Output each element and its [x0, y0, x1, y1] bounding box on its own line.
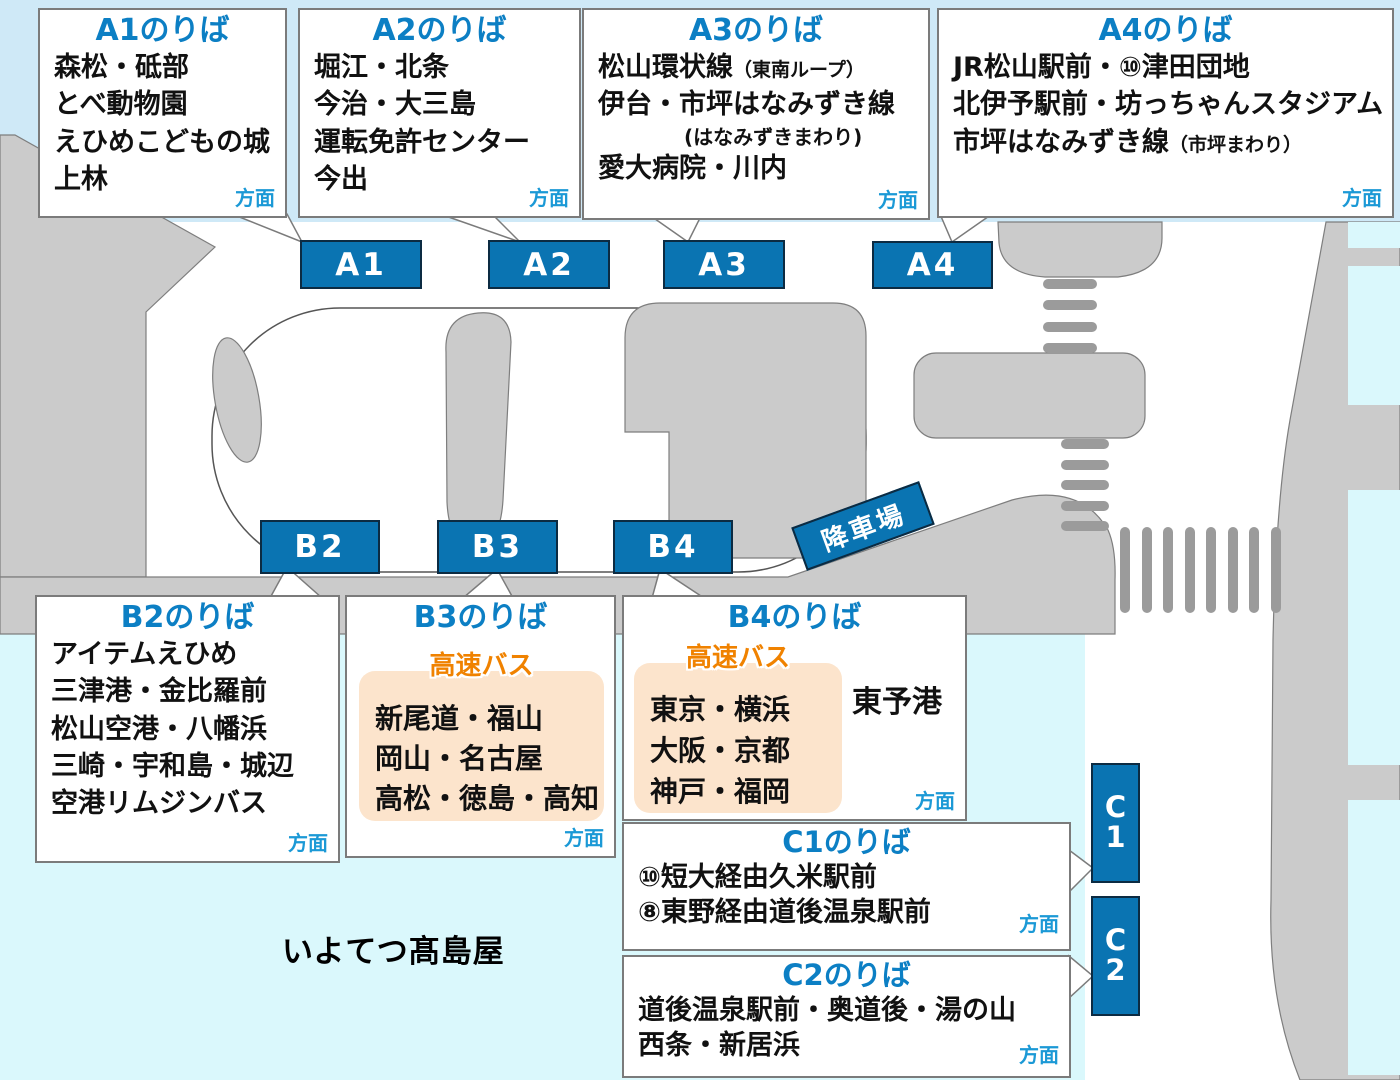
callout-a4-title: A4のりば — [1098, 13, 1233, 48]
callout-a1-title: A1のりば — [95, 13, 230, 48]
destination: 松山空港・八幡浜 — [51, 713, 267, 745]
direction-suffix: 方面 — [1342, 186, 1382, 210]
callout-a3-title: A3のりば — [688, 13, 824, 48]
crosswalk-lower — [1061, 439, 1109, 531]
direction-suffix: 方面 — [288, 831, 328, 855]
stop-badge-a1: A1 — [300, 240, 422, 289]
callout-b3: B3のりば 高速バス 新尾道・福山 岡山・名古屋 高松・徳島・高知 方面 — [345, 595, 616, 858]
destination: 北伊予駅前・坊っちゃんスタジアム — [953, 89, 1384, 121]
direction-suffix: 方面 — [878, 188, 918, 212]
island-west — [212, 337, 262, 463]
destination-toyoko: 東予港 — [852, 685, 942, 720]
callout-c1-title: C1のりば — [782, 825, 911, 859]
stop-badge-b2: B2 — [260, 520, 380, 574]
destination: ⑧東野経由道後温泉駅前 — [638, 896, 931, 928]
north-corner-island — [997, 221, 1163, 278]
destination: 神戸・福岡 — [650, 775, 791, 808]
destination: JR松山駅前・⑩津田団地 — [953, 52, 1250, 83]
callout-b4: B4のりば 高速バス 東京・横浜 大阪・京都 神戸・福岡 東予港 方面 — [622, 595, 967, 821]
destination: 市坪はなみずき線（市坪まわり） — [953, 126, 1303, 158]
destination: 空港リムジンバス — [51, 788, 267, 819]
destination: 三崎・宇和島・城辺 — [51, 750, 294, 782]
stop-badge-c1: C 1 — [1091, 763, 1140, 883]
stop-badge-b4: B4 — [613, 520, 733, 574]
highway-panel: 高速バス 新尾道・福山 岡山・名古屋 高松・徳島・高知 — [359, 651, 604, 821]
destination: 東京・横浜 — [650, 693, 791, 726]
crosswalk-horizontal — [1120, 527, 1281, 613]
stop-badge-b3: B3 — [437, 520, 558, 574]
destination: ⑩短大経由久米駅前 — [638, 861, 877, 893]
callout-b3-title: B3のりば — [413, 600, 548, 635]
callout-a3: A3のりば 松山環状線（東南ループ） 伊台・市坪はなみずき線 (はなみずきまわり… — [582, 8, 930, 220]
callout-b2-title: B2のりば — [120, 600, 255, 635]
destination: 運転免許センター — [314, 126, 530, 158]
callout-a4: A4のりば JR松山駅前・⑩津田団地 北伊予駅前・坊っちゃんスタジアム 市坪はな… — [937, 8, 1394, 218]
stop-badge-c2-number: 2 — [1105, 953, 1126, 987]
destination: 今出 — [314, 163, 368, 195]
callout-tails — [231, 213, 1095, 1000]
callout-a1: A1のりば 森松・砥部 とべ動物園 えひめこどもの城 上林 方面 — [38, 8, 287, 218]
destination: 西条・新居浜 — [638, 1029, 800, 1061]
destination: 今治・大三島 — [314, 89, 476, 121]
direction-suffix: 方面 — [1019, 912, 1059, 936]
takashimaya-label: いよてつ髙島屋 — [282, 934, 505, 970]
direction-suffix: 方面 — [564, 826, 604, 850]
stop-badge-c1-number: 1 — [1105, 820, 1126, 854]
stop-badge-c2-letter: C — [1104, 923, 1127, 958]
callout-a2-title: A2のりば — [372, 13, 507, 48]
island-center — [445, 312, 512, 548]
destination: 堀江・北条 — [314, 52, 449, 83]
callout-b4-title: B4のりば — [727, 600, 862, 635]
highway-bus-label: 高速バス — [429, 651, 534, 681]
callout-c1: C1のりば ⑩短大経由久米駅前 ⑧東野経由道後温泉駅前 方面 — [622, 822, 1071, 951]
destination: えひめこどもの城 — [54, 126, 270, 158]
route-note: （市坪まわり） — [1169, 133, 1303, 156]
stop-badge-c1-letter: C — [1104, 790, 1127, 825]
direction-suffix: 方面 — [529, 186, 569, 210]
direction-suffix: 方面 — [915, 789, 955, 813]
stop-badge-a3: A3 — [663, 240, 785, 289]
destination: 三津港・金比羅前 — [51, 676, 267, 708]
destination: 高松・徳島・高知 — [375, 782, 600, 815]
destination: 愛大病院・川内 — [598, 152, 787, 184]
crosswalk-upper — [1043, 279, 1097, 353]
destination: 新尾道・福山 — [375, 702, 544, 735]
route-note: (はなみずきまわり) — [684, 124, 863, 149]
destination: 伊台・市坪はなみずき線 — [598, 89, 895, 121]
destination: 森松・砥部 — [54, 52, 189, 83]
callout-b2: B2のりば アイテムえひめ 三津港・金比羅前 松山空港・八幡浜 三崎・宇和島・城… — [35, 595, 340, 863]
destination: 大阪・京都 — [650, 734, 791, 767]
median-island — [913, 352, 1146, 439]
stop-badge-a2: A2 — [488, 240, 610, 289]
right-buildings — [1348, 222, 1400, 1075]
highway-panel: 高速バス 東京・横浜 大阪・京都 神戸・福岡 — [634, 643, 842, 813]
highway-bus-label: 高速バス — [685, 643, 790, 673]
destination: 岡山・名古屋 — [375, 742, 544, 775]
callout-a2: A2のりば 堀江・北条 今治・大三島 運転免許センター 今出 方面 — [298, 8, 581, 218]
stop-badge-c2: C 2 — [1091, 896, 1140, 1016]
destination: 道後温泉駅前・奥道後・湯の山 — [638, 994, 1016, 1026]
destination: とべ動物園 — [54, 89, 188, 121]
destination: 上林 — [54, 163, 108, 195]
direction-suffix: 方面 — [1019, 1043, 1059, 1067]
callout-c2-title: C2のりば — [782, 958, 911, 992]
destination: アイテムえひめ — [51, 639, 238, 670]
stop-badge-a4: A4 — [872, 241, 993, 289]
destination: 松山環状線（東南ループ） — [598, 52, 865, 83]
route-note: （東南ループ） — [733, 59, 865, 81]
callout-c2: C2のりば 道後温泉駅前・奥道後・湯の山 西条・新居浜 方面 — [622, 955, 1071, 1078]
left-sidewalk-block — [0, 134, 217, 578]
direction-suffix: 方面 — [235, 186, 275, 210]
